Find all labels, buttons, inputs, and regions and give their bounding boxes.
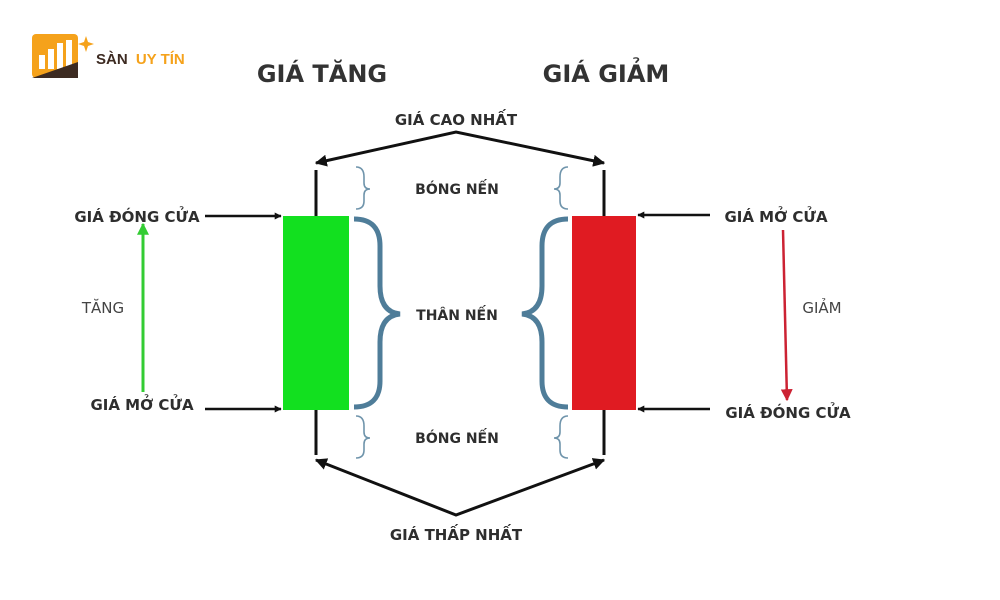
- lower-shadow-brace-left: [355, 415, 371, 459]
- bearish-direction-label: GIẢM: [802, 297, 841, 317]
- logo-brand-prefix: SÀN: [96, 51, 128, 68]
- bearish-candle: [572, 170, 636, 455]
- upper-shadow-brace-left: [355, 166, 371, 210]
- bullish-open-label: GIÁ MỞ CỬA: [90, 393, 194, 414]
- logo: SÀN UY TÍN: [32, 34, 185, 78]
- lowest-price-label: GIÁ THẤP NHẤT: [390, 523, 523, 544]
- body-brace-left: [353, 216, 401, 410]
- svg-text:SÀN UY TÍN: SÀN UY TÍN: [96, 51, 185, 68]
- bearish-title: GIÁ GIẢM: [543, 55, 670, 88]
- upper-shadow-label: BÓNG NẾN: [415, 179, 499, 198]
- bullish-title: GIÁ TĂNG: [257, 58, 387, 88]
- lowest-price-arrow: [314, 458, 606, 517]
- bullish-candle: [283, 170, 349, 455]
- bullish-body: [283, 216, 349, 410]
- upper-shadow-brace-right: [553, 166, 569, 210]
- lower-shadow-label: BÓNG NẾN: [415, 428, 499, 447]
- logo-brand-suffix: UY TÍN: [136, 51, 185, 68]
- bullish-direction-label: TĂNG: [81, 298, 124, 317]
- body-label: THÂN NẾN: [416, 305, 498, 324]
- down-arrow: [780, 229, 793, 402]
- lower-shadow-brace-right: [553, 415, 569, 459]
- bearish-close-label: GIÁ ĐÓNG CỬA: [725, 401, 851, 422]
- body-brace-right: [521, 216, 569, 410]
- highest-price-label: GIÁ CAO NHẤT: [395, 108, 518, 129]
- bullish-close-label: GIÁ ĐÓNG CỬA: [74, 205, 200, 226]
- bearish-open-label: GIÁ MỞ CỬA: [724, 205, 828, 226]
- bearish-body: [572, 216, 636, 410]
- logo-icon: [32, 34, 94, 78]
- highest-price-arrow: [314, 130, 606, 167]
